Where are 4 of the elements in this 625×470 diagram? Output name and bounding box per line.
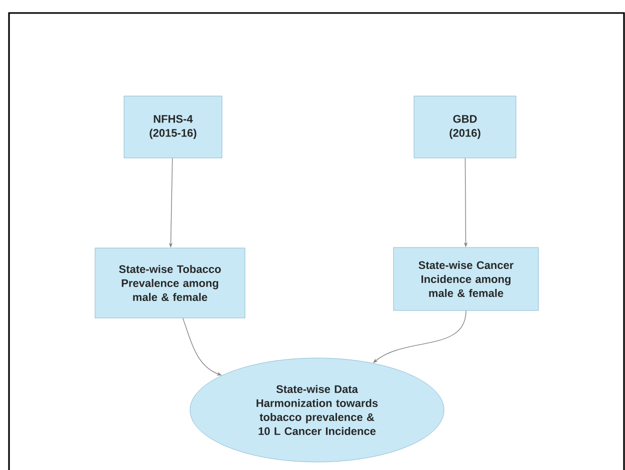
process-box: GBD (2016) xyxy=(414,96,516,158)
process-box: State-wise Tobacco Prevalence among male & female xyxy=(94,248,246,318)
process-box: State-wise Cancer Incidence among male & female xyxy=(393,247,539,311)
process-box: NFHS-4 (2015-16) xyxy=(124,96,222,158)
